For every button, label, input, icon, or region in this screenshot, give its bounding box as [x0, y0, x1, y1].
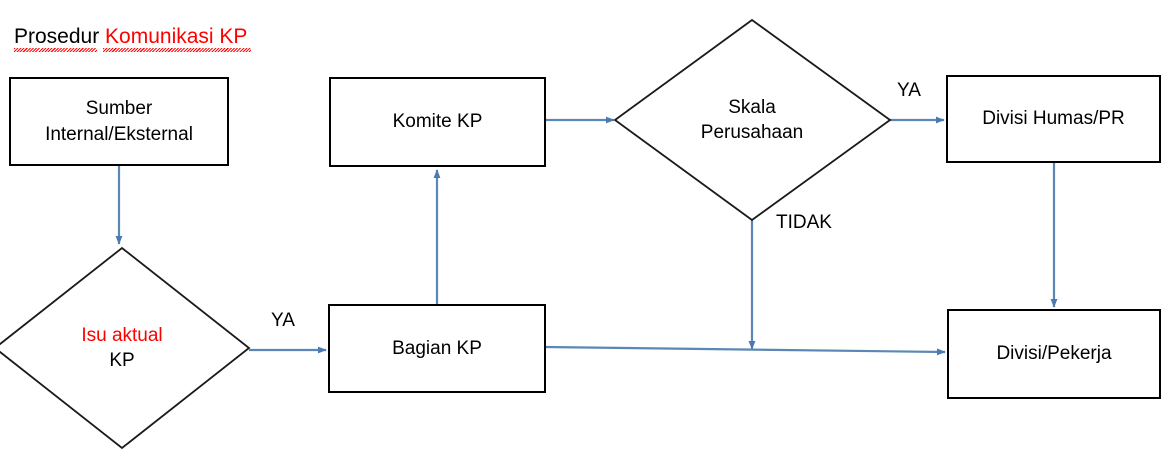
edge-label-ya-skala-to-humas: YA: [897, 80, 921, 101]
node-shape-komite-kp[interactable]: [329, 77, 546, 167]
node-shape-bagian-kp[interactable]: [328, 304, 546, 393]
edge-label-tidak-skala-to-pekerja: TIDAK: [776, 212, 832, 233]
node-shape-isu-aktual[interactable]: [0, 246, 251, 450]
title-part-black: Prosedur: [14, 25, 106, 48]
title-part-red: Komunikasi KP: [105, 25, 248, 48]
node-shape-divisi-humas-pr[interactable]: [946, 75, 1161, 163]
spellcheck-underline-prosedur: [14, 48, 97, 52]
connector-bagian-to-pekerja: [544, 345, 946, 356]
node-shape-divisi-pekerja[interactable]: [947, 309, 1161, 399]
page-title: Prosedur Komunikasi KP: [14, 25, 247, 49]
edge-label-ya-isu-to-bagian: YA: [271, 310, 295, 331]
node-shape-sumber[interactable]: [9, 77, 229, 166]
node-shape-skala-perusahaan[interactable]: [613, 18, 892, 222]
spellcheck-underline-komunikasi: [103, 48, 251, 52]
